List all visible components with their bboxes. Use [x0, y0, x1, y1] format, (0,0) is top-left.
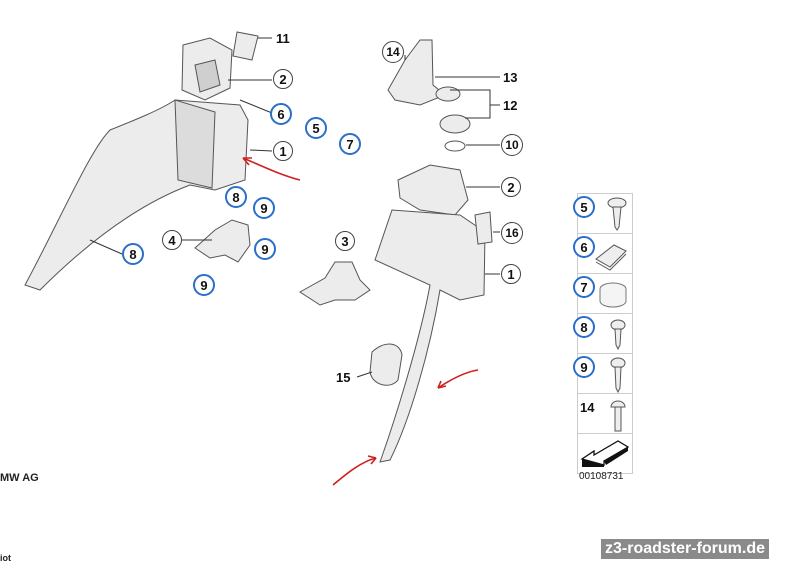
callout-8: 8	[225, 186, 247, 208]
callout-10: 10	[501, 134, 523, 156]
bracket-3	[299, 261, 371, 306]
callout-2: 2	[501, 177, 521, 197]
bolt-icon	[610, 400, 626, 432]
arrow-icon	[580, 440, 630, 467]
callout-1: 1	[501, 264, 521, 284]
legend-number: 8	[573, 316, 595, 338]
part-11	[232, 31, 259, 61]
callout-8: 8	[122, 243, 144, 265]
cover-15	[369, 343, 403, 386]
callout-4: 4	[162, 230, 182, 250]
callout-6: 6	[270, 103, 292, 125]
right-trim-panel	[374, 209, 486, 463]
clip-16	[474, 211, 493, 245]
callout-9: 9	[193, 274, 215, 296]
watermark: z3-roadster-forum.de	[601, 539, 770, 559]
screw-icon	[610, 357, 626, 393]
callout-7: 7	[339, 133, 361, 155]
callout-9: 9	[253, 197, 275, 219]
clip-nut-icon	[595, 244, 627, 271]
legend-number: 5	[573, 196, 595, 218]
legend-number: 9	[573, 356, 595, 378]
callout-13: 13	[503, 70, 518, 85]
legend-row-5: 5	[573, 194, 632, 234]
red-annotation-arrows	[242, 157, 479, 486]
bracket-14	[387, 39, 446, 106]
grommet-12b	[439, 114, 471, 134]
callout-16: 16	[501, 222, 523, 244]
legend-number: 7	[573, 276, 595, 298]
copyright-text: MW AG	[0, 472, 39, 484]
bracket-4	[194, 219, 251, 263]
callout-1: 1	[273, 141, 293, 161]
legend-row-14: 14	[578, 394, 632, 434]
diagram-code: 00108731	[579, 471, 624, 482]
callout-12: 12	[503, 98, 518, 113]
screw-icon	[610, 319, 626, 351]
legend-row-arrow	[578, 434, 632, 473]
grommet-12a	[435, 86, 461, 102]
ring-10	[444, 140, 466, 152]
cap-icon	[599, 282, 627, 308]
callout-9: 9	[254, 238, 276, 260]
callout-3: 3	[335, 231, 355, 251]
cut-off-text: iot	[0, 553, 11, 563]
legend-row-8: 8	[573, 314, 632, 354]
right-cover-top	[397, 164, 469, 216]
screw-icon	[607, 197, 627, 231]
callout-2: 2	[273, 69, 293, 89]
legend-number: 14	[580, 400, 595, 415]
legend-row-6: 6	[573, 234, 632, 274]
callout-5: 5	[305, 117, 327, 139]
legend-row-9: 9	[573, 354, 632, 394]
legend-number: 6	[573, 236, 595, 258]
fastener-legend: 5 6 7 8 9 14	[573, 193, 633, 474]
callout-11: 11	[276, 31, 290, 46]
callout-15: 15	[336, 370, 351, 385]
callout-14: 14	[382, 41, 404, 63]
legend-row-7: 7	[573, 274, 632, 314]
